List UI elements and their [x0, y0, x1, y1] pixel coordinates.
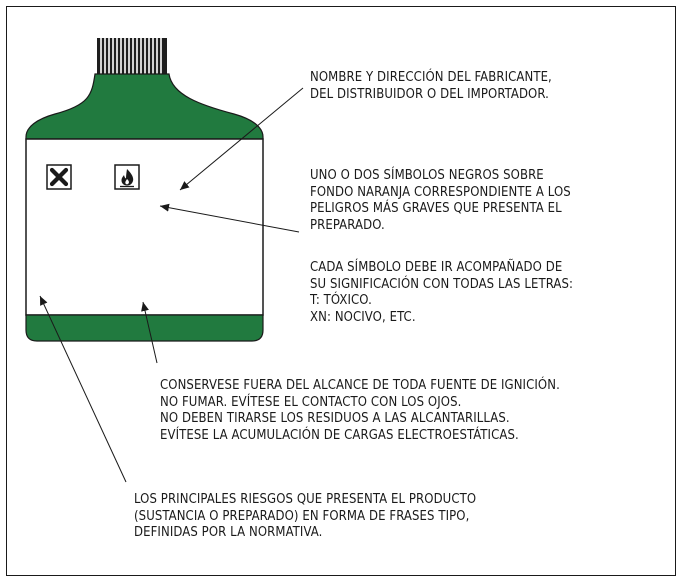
symbols-line: UNO O DOS SÍMBOLOS NEGROS SOBRE [310, 168, 544, 183]
arrow-symbols [159, 203, 300, 233]
symbols-line: PELIGROS MÁS GRAVES QUE PRESENTA EL [310, 201, 562, 216]
symbols-line: PREPARADO. [310, 217, 385, 233]
manufacturer-line: NOMBRE Y DIRECCIÓN DEL FABRICANTE, [310, 70, 552, 85]
advice-line: NO DEBEN TIRARSE LOS RESIDUOS A LAS ALCA… [160, 411, 510, 426]
bottle-shoulder [25, 73, 264, 140]
symbol-meaning-line: T: TÓXICO. [310, 293, 372, 308]
risks-line: DEFINIDAS POR LA NORMATIVA. [134, 525, 323, 540]
arrow-manufacturer [179, 87, 304, 191]
diagram-frame [6, 6, 676, 576]
bottle-cap [97, 38, 167, 74]
symbol-meaning-line: XN: NOCIVO, ETC. [310, 309, 416, 325]
advice-callout: CONSERVESE FUERA DEL ALCANCE DE TODA FUE… [160, 378, 560, 444]
symbols-callout: UNO O DOS SÍMBOLOS NEGROS SOBRE FONDO NA… [310, 168, 571, 234]
arrow-risks [39, 295, 127, 483]
advice-line: CONSERVESE FUERA DEL ALCANCE DE TODA FUE… [160, 378, 560, 393]
symbol-meaning-line: CADA SÍMBOLO DEBE IR ACOMPAÑADO DE [310, 260, 563, 275]
risks-line: (SUSTANCIA O PREPARADO) EN FORMA DE FRAS… [134, 508, 470, 524]
risks-callout: LOS PRINCIPALES RIESGOS QUE PRESENTA EL … [134, 492, 476, 542]
cross-hazard-icon [46, 164, 72, 190]
bottle-label-area [25, 138, 264, 316]
symbols-line: FONDO NARANJA CORRESPONDIENTE A LOS [310, 184, 571, 200]
flame-hazard-icon [114, 164, 140, 190]
bottle-base [25, 314, 264, 342]
symbol-meaning-line: SU SIGNIFICACIÓN CON TODAS LAS LETRAS: [310, 276, 574, 292]
advice-line: EVÍTESE LA ACUMULACIÓN DE CARGAS ELECTRO… [160, 427, 519, 443]
manufacturer-line: DEL DISTRIBUIDOR O DEL IMPORTADOR. [310, 86, 549, 102]
risks-line: LOS PRINCIPALES RIESGOS QUE PRESENTA EL … [134, 492, 477, 507]
symbol-meaning-callout: CADA SÍMBOLO DEBE IR ACOMPAÑADO DE SU SI… [310, 260, 573, 326]
advice-line: NO FUMAR. EVÍTESE EL CONTACTO CON LOS OJ… [160, 394, 462, 410]
arrow-advice [141, 301, 158, 364]
manufacturer-callout: NOMBRE Y DIRECCIÓN DEL FABRICANTE, DEL D… [310, 70, 552, 103]
